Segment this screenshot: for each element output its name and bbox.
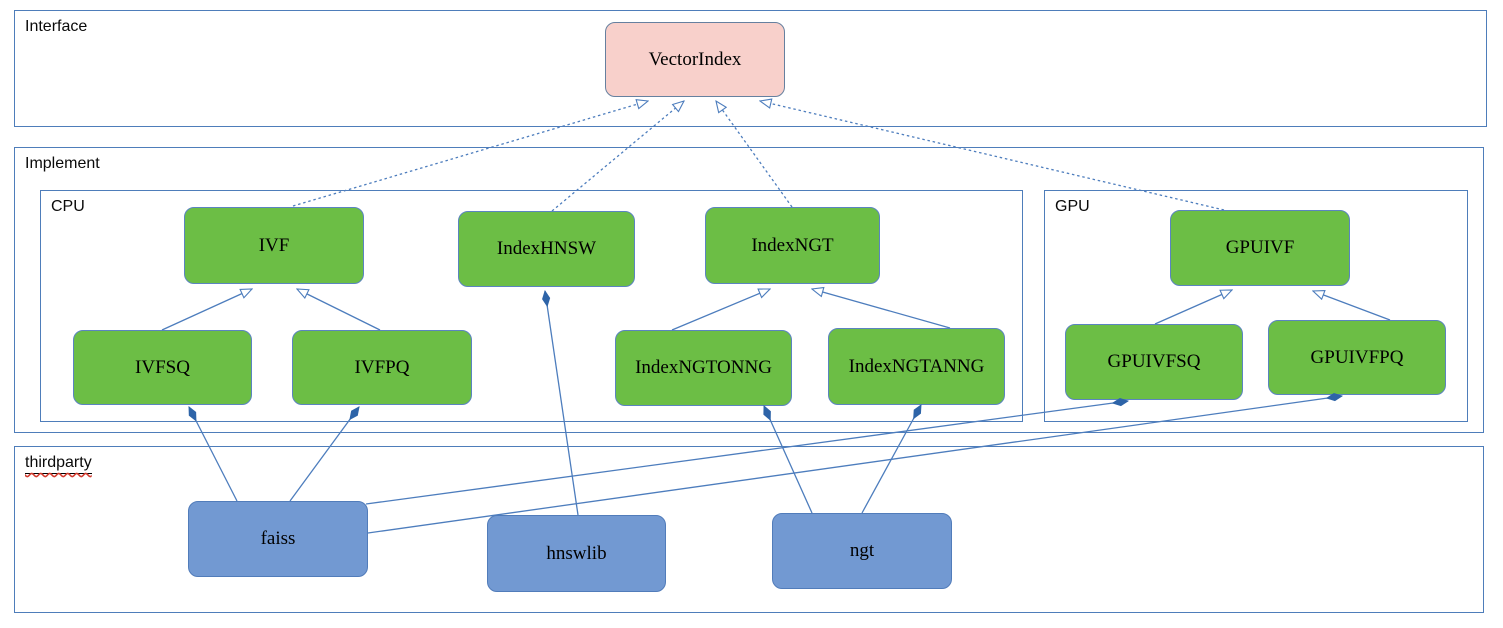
node-indexngtonng[interactable]: IndexNGTONNG — [615, 330, 792, 406]
node-label-indexngtanng: IndexNGTANNG — [848, 355, 985, 377]
node-ivfpq[interactable]: IVFPQ — [292, 330, 472, 405]
container-label-thirdparty: thirdparty — [25, 454, 92, 475]
node-label-ivfpq: IVFPQ — [354, 356, 410, 378]
node-indexngt[interactable]: IndexNGT — [705, 207, 880, 284]
node-label-gpuivf: GPUIVF — [1225, 237, 1295, 258]
node-gpuivfsq[interactable]: GPUIVFSQ — [1065, 324, 1243, 400]
container-label-implement: Implement — [25, 155, 100, 172]
container-label-gpu: GPU — [1055, 198, 1090, 215]
node-ngt[interactable]: ngt — [772, 513, 952, 589]
node-label-gpuivfsq: GPUIVFSQ — [1107, 351, 1201, 372]
node-vectorindex[interactable]: VectorIndex — [605, 22, 785, 97]
node-faiss[interactable]: faiss — [188, 501, 368, 577]
node-label-ngt: ngt — [849, 540, 875, 561]
node-label-indexhnsw: IndexHNSW — [496, 238, 597, 259]
node-indexhnsw[interactable]: IndexHNSW — [458, 211, 635, 287]
node-label-hnswlib: hnswlib — [546, 542, 607, 564]
container-label-interface: Interface — [25, 18, 88, 35]
node-gpuivf[interactable]: GPUIVF — [1170, 210, 1350, 286]
node-hnswlib[interactable]: hnswlib — [487, 515, 666, 592]
node-label-faiss: faiss — [260, 528, 296, 549]
node-ivfsq[interactable]: IVFSQ — [73, 330, 252, 405]
node-label-ivfsq: IVFSQ — [135, 356, 190, 378]
node-gpuivfpq[interactable]: GPUIVFPQ — [1268, 320, 1446, 395]
node-label-indexngtonng: IndexNGTONNG — [635, 357, 772, 378]
container-label-cpu: CPU — [51, 198, 85, 215]
node-label-gpuivfpq: GPUIVFPQ — [1310, 346, 1404, 368]
node-label-indexngt: IndexNGT — [751, 234, 834, 256]
node-indexngtanng[interactable]: IndexNGTANNG — [828, 328, 1005, 405]
node-label-vectorindex: VectorIndex — [648, 48, 742, 70]
node-label-ivf: IVF — [258, 234, 290, 256]
node-ivf[interactable]: IVF — [184, 207, 364, 284]
